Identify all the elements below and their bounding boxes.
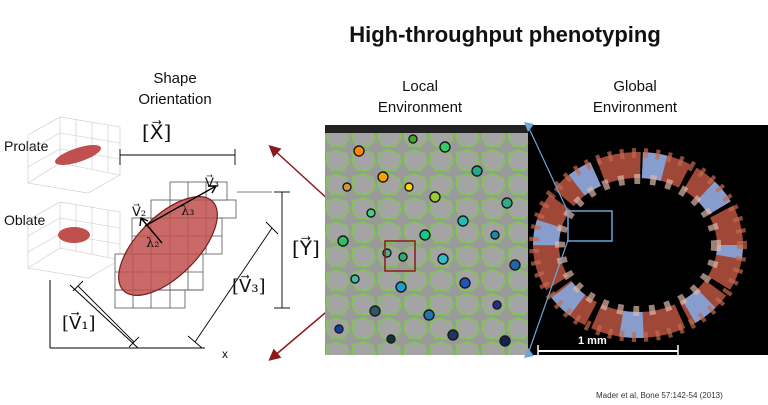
shape-orientation-line1: Shape <box>153 70 197 87</box>
oblate-ellipsoid <box>58 227 90 243</box>
local-environment-line1: Local <box>402 78 438 95</box>
x-axis-label: x <box>222 347 228 361</box>
v2-vector-label: V⃗₂ <box>132 205 147 220</box>
v3-vector-label: V⃗₃ <box>205 176 220 191</box>
citation: Mader et al, Bone 57:142-54 (2013) <box>596 391 723 400</box>
global-environment-label: Global Environment <box>570 76 700 118</box>
shape-orientation-line2: Orientation <box>138 91 212 108</box>
prolate-ellipsoid <box>55 145 101 165</box>
prolate-plot <box>27 116 121 194</box>
global-zoom-box <box>567 210 613 242</box>
page-title: High-throughput phenotyping <box>349 22 661 47</box>
shape-orientation-label: Shape Orientation <box>120 68 230 110</box>
dimension-lines <box>72 149 290 349</box>
zoom-connector-lines <box>524 122 569 358</box>
prolate-label: Prolate <box>4 138 49 154</box>
oblate-plot <box>27 201 121 279</box>
global-environment-line2: Environment <box>592 99 678 116</box>
lambda3-label: λ₃ <box>181 204 195 219</box>
x-bracket-label: [X⃗] <box>142 120 172 144</box>
local-zoom-box <box>384 240 416 272</box>
y-bracket-label: [Y⃗] <box>292 236 320 260</box>
local-environment-label: Local Environment <box>360 76 480 118</box>
orientation-diagram <box>49 149 290 349</box>
v1-bracket-label: [V⃗₁] <box>62 313 96 334</box>
eigen-vectors <box>139 185 218 244</box>
v3-bracket-label: [V⃗₃] <box>232 276 266 297</box>
local-environment-line2: Environment <box>377 99 463 116</box>
lambda2-label: λ₂ <box>146 236 160 251</box>
global-environment-line1: Global <box>613 78 657 95</box>
scale-bar-label: 1 mm <box>578 335 607 347</box>
local-environment-image <box>325 125 528 355</box>
